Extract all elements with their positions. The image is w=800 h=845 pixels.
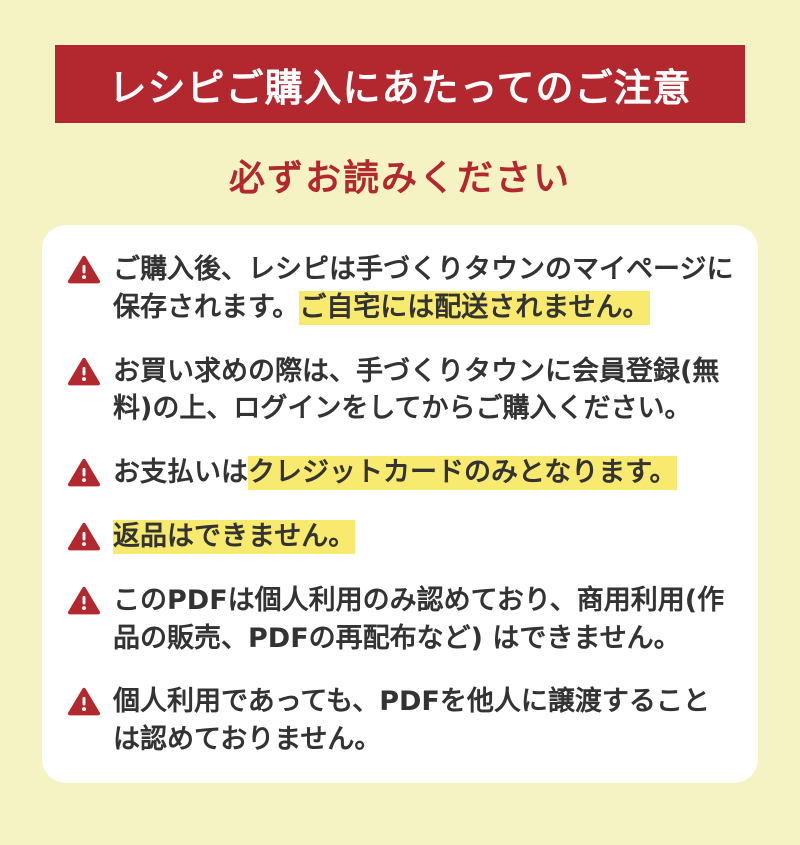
- warning-icon: [68, 585, 100, 617]
- notice-text: このPDFは個人利用のみ認めており、商用利用(作品の販売、PDFの再配布など) …: [113, 582, 734, 658]
- header-banner: レシピご購入にあたってのご注意: [55, 45, 745, 123]
- plain-text: このPDFは個人利用のみ認めており、商用利用(作品の販売、PDFの再配布など) …: [113, 584, 725, 654]
- plain-text: お支払いは: [113, 457, 248, 489]
- notice-item: お買い求めの際は、手づくりタウンに会員登録(無料)の上、ログインをしてからご購入…: [68, 353, 734, 429]
- notice-text: 個人利用であっても、PDFを他人に譲渡することは認めておりません。: [113, 683, 734, 759]
- plain-text: 個人利用であっても、PDFを他人に譲渡することは認めておりません。: [113, 686, 710, 756]
- plain-text: お買い求めの際は、手づくりタウンに会員登録(無料)の上、ログインをしてからご購入…: [113, 355, 720, 425]
- plain-text: ご購入後、レシピは手づくりタウンのマイページに保存されます。: [113, 254, 734, 323]
- notice-text: 返品はできません。: [113, 518, 356, 556]
- warning-icon: [68, 521, 100, 553]
- notice-item: 返品はできません。: [68, 518, 734, 556]
- page-title: レシピご購入にあたってのご注意: [108, 65, 692, 110]
- notice-card: ご購入後、レシピは手づくりタウンのマイページに保存されます。ご自宅には配送されま…: [42, 225, 758, 783]
- warning-icon: [68, 457, 100, 489]
- notice-list: ご購入後、レシピは手づくりタウンのマイページに保存されます。ご自宅には配送されま…: [68, 251, 734, 759]
- highlighted-text: ご自宅には配送されません。: [299, 290, 650, 325]
- notice-text: お買い求めの際は、手づくりタウンに会員登録(無料)の上、ログインをしてからご購入…: [113, 353, 734, 429]
- notice-text: ご購入後、レシピは手づくりタウンのマイページに保存されます。ご自宅には配送されま…: [113, 251, 734, 327]
- notice-text: お支払いはクレジットカードのみとなります。: [113, 454, 677, 492]
- notice-item: このPDFは個人利用のみ認めており、商用利用(作品の販売、PDFの再配布など) …: [68, 582, 734, 658]
- subtitle: 必ずお読みください: [228, 158, 571, 199]
- notice-item: お支払いはクレジットカードのみとなります。: [68, 454, 734, 492]
- highlighted-text: 返品はできません。: [113, 519, 356, 554]
- warning-icon: [68, 686, 100, 718]
- warning-icon: [68, 356, 100, 388]
- notice-item: 個人利用であっても、PDFを他人に譲渡することは認めておりません。: [68, 683, 734, 759]
- notice-item: ご購入後、レシピは手づくりタウンのマイページに保存されます。ご自宅には配送されま…: [68, 251, 734, 327]
- highlighted-text: クレジットカードのみとなります。: [248, 456, 677, 491]
- warning-icon: [68, 254, 100, 286]
